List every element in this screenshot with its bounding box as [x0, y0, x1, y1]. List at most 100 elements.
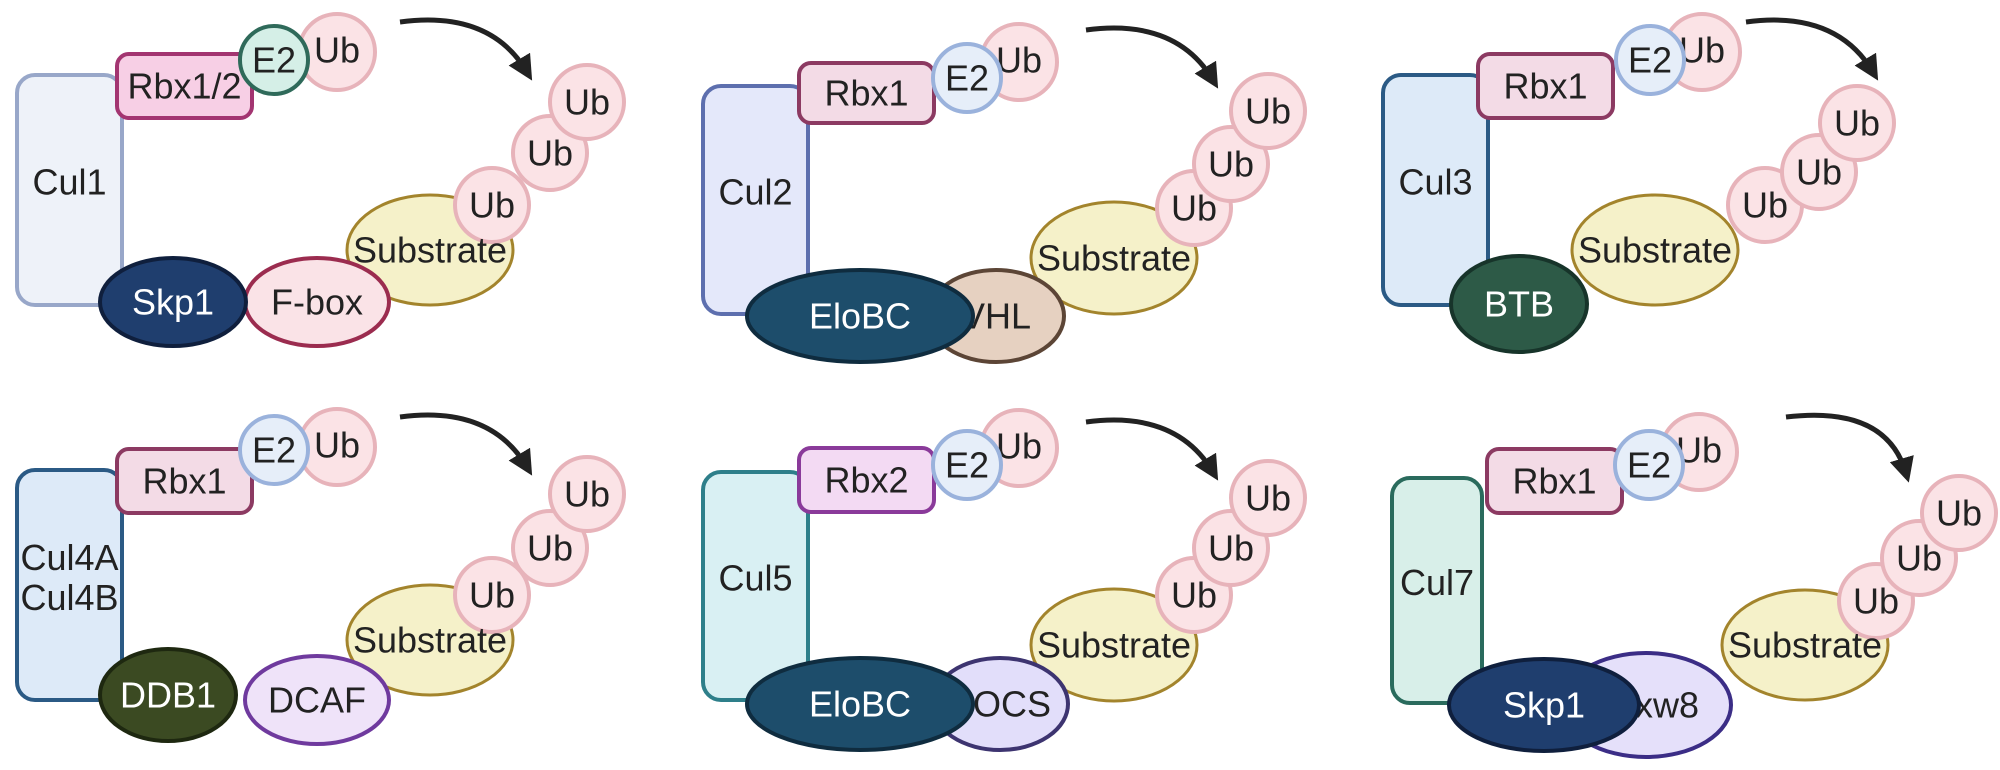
e2-label: E2	[945, 445, 989, 486]
ubiquitin-label: Ub	[527, 528, 573, 569]
rbx-protein	[797, 446, 936, 514]
adaptor-label: Skp1	[132, 282, 214, 323]
ubiquitin-label: Ub	[1245, 91, 1291, 132]
cullin-label: Cul3	[1398, 162, 1472, 203]
ubiquitin-label: Ub	[1245, 478, 1291, 519]
ubiquitin-node	[453, 166, 531, 244]
substrate-receptor	[243, 654, 391, 746]
ubiquitin-label: Ub	[1834, 103, 1880, 144]
e2-enzyme	[1614, 24, 1686, 96]
substrate-label: Substrate	[1037, 625, 1191, 666]
curved-arrow-icon	[399, 412, 533, 476]
rbx-protein	[797, 61, 936, 125]
e2-label: E2	[1628, 40, 1672, 81]
substrate-label: Substrate	[1578, 230, 1732, 271]
rbx-label: Rbx1	[824, 73, 908, 114]
cullin-label: Cul5	[718, 558, 792, 599]
ubiquitin-label: Ub	[314, 425, 360, 466]
substrate-receptor-label: F-box	[271, 282, 363, 323]
curved-arrow-icon	[1745, 17, 1879, 81]
adaptor-label: DDB1	[120, 675, 216, 716]
substrate-node	[1570, 193, 1740, 307]
e2-label: E2	[945, 58, 989, 99]
ubiquitin-label: Ub	[1742, 185, 1788, 226]
ubiquitin-label: Ub	[527, 133, 573, 174]
ubiquitin-label: Ub	[469, 575, 515, 616]
ubiquitin-label: Ub	[996, 426, 1042, 467]
e2-enzyme	[1613, 429, 1685, 501]
e2-enzyme	[931, 429, 1003, 501]
curved-arrow-icon	[1085, 25, 1219, 89]
ubiquitin-node	[1920, 474, 1998, 552]
ubiquitin-label: Ub	[1796, 152, 1842, 193]
cullin-scaffold	[15, 468, 124, 702]
curved-arrow-icon	[1785, 412, 1914, 483]
adaptor-protein	[1447, 657, 1641, 753]
ubiquitin-label: Ub	[1208, 144, 1254, 185]
ubiquitin-node	[1229, 459, 1307, 537]
e2-enzyme	[931, 42, 1003, 114]
ubiquitin-label: Ub	[564, 82, 610, 123]
cullin-scaffold	[1390, 476, 1484, 705]
adaptor-protein	[98, 256, 248, 348]
ubiquitin-label: Ub	[1896, 538, 1942, 579]
adaptor-label: EloBC	[809, 296, 911, 337]
adaptor-protein	[1449, 254, 1589, 354]
ubiquitin-node	[453, 556, 531, 634]
cullin-label: Cul7	[1400, 562, 1474, 603]
rbx-label: Rbx1/2	[127, 66, 241, 107]
ubiquitin-node	[511, 509, 589, 587]
ubiquitin-label: Ub	[1853, 581, 1899, 622]
substrate-label: Substrate	[1728, 625, 1882, 666]
ubiquitin-node	[548, 455, 626, 533]
ubiquitin-label: Ub	[469, 185, 515, 226]
cullin-scaffold	[15, 73, 124, 307]
cullin-label: Cul2	[718, 172, 792, 213]
ubiquitin-node	[548, 63, 626, 141]
adaptor-protein	[745, 656, 975, 752]
ubiquitin-label: Ub	[1171, 575, 1217, 616]
curved-arrow-icon	[399, 17, 533, 81]
substrate-label: Substrate	[1037, 238, 1191, 279]
ubiquitin-label: Ub	[1936, 493, 1982, 534]
e2-enzyme	[238, 24, 310, 96]
rbx-protein	[115, 447, 254, 515]
ubiquitin-node	[1818, 84, 1896, 162]
ubiquitin-node	[1192, 125, 1270, 203]
ubiquitin-label: Ub	[996, 40, 1042, 81]
e2-label: E2	[252, 430, 296, 471]
e2-label: E2	[1627, 445, 1671, 486]
substrate-label: Substrate	[353, 230, 507, 271]
ubiquitin-label: Ub	[1208, 528, 1254, 569]
adaptor-protein	[745, 268, 975, 364]
ubiquitin-node	[1229, 72, 1307, 150]
substrate-label: Substrate	[353, 620, 507, 661]
cullin-label: Cul1	[32, 162, 106, 203]
adaptor-label: Skp1	[1503, 685, 1585, 726]
e2-label: E2	[252, 40, 296, 81]
substrate-node	[1029, 587, 1199, 703]
rbx-label: Rbx2	[824, 460, 908, 501]
e2-enzyme	[238, 414, 310, 486]
ubiquitin-label: Ub	[564, 474, 610, 515]
rbx-protein	[1476, 52, 1615, 120]
substrate-node	[1029, 200, 1199, 316]
ubiquitin-label: Ub	[314, 30, 360, 71]
adaptor-protein	[98, 647, 238, 743]
adaptor-label: EloBC	[809, 684, 911, 725]
rbx-label: Rbx1	[1503, 66, 1587, 107]
ubiquitin-label: Ub	[1679, 30, 1725, 71]
cullin-scaffold	[1381, 73, 1490, 307]
curved-arrow-icon	[1085, 417, 1219, 481]
rbx-label: Rbx1	[142, 461, 226, 502]
rbx-label: Rbx1	[1512, 461, 1596, 502]
adaptor-label: BTB	[1484, 284, 1554, 325]
